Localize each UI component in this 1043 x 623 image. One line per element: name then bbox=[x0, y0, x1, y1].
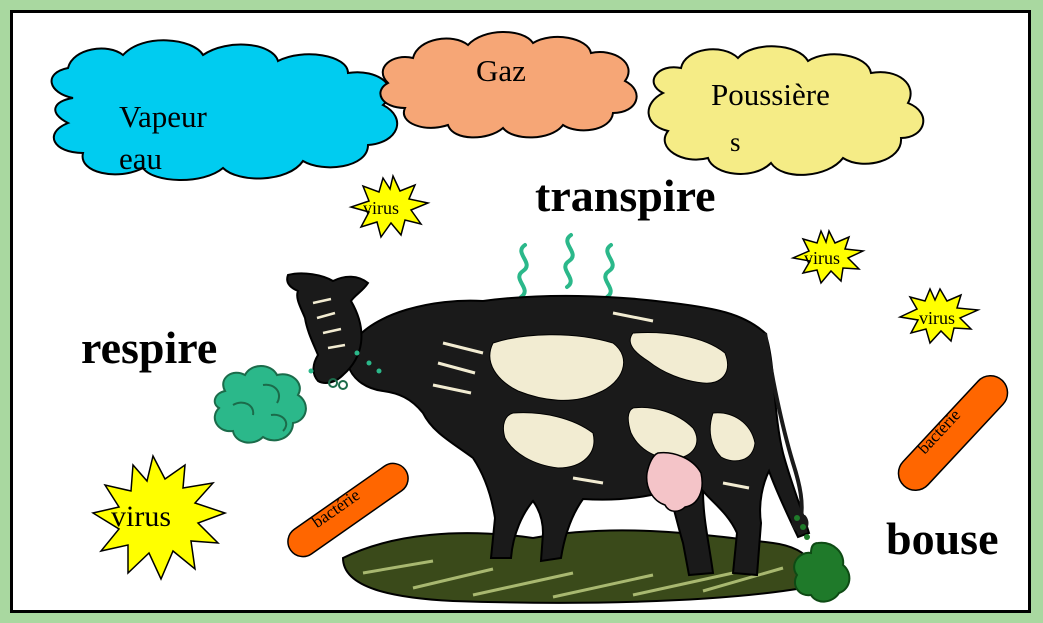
virus-label-1: virus bbox=[363, 199, 399, 217]
bacterie-capsule-2 bbox=[891, 369, 1014, 498]
cow-illustration bbox=[287, 273, 809, 575]
poussieres-cloud-line2: s bbox=[730, 129, 741, 156]
dung-drop-1 bbox=[794, 515, 800, 521]
gaz-cloud-label: Gaz bbox=[476, 55, 526, 86]
breath-cloud bbox=[215, 366, 306, 443]
sweat-line-3 bbox=[605, 245, 612, 297]
sweat-line-2 bbox=[565, 235, 572, 287]
vapeur-cloud bbox=[52, 40, 398, 180]
dung-drop-3 bbox=[804, 534, 810, 540]
virus-label-4: virus bbox=[111, 502, 171, 532]
dung-drop-2 bbox=[800, 524, 806, 530]
virus-label-3: virus bbox=[919, 309, 955, 327]
illustration-panel: Vapeur eau Gaz Poussière s transpire res… bbox=[10, 10, 1031, 613]
bouse-label: bouse bbox=[886, 516, 998, 562]
vapeur-cloud-line2: eau bbox=[119, 143, 162, 174]
vapeur-cloud-line1: Vapeur bbox=[119, 101, 207, 132]
virus-label-2: virus bbox=[804, 249, 840, 267]
respire-label: respire bbox=[81, 325, 217, 371]
sweat-line-1 bbox=[519, 245, 526, 297]
transpire-label: transpire bbox=[535, 173, 716, 219]
dung-pile bbox=[794, 543, 849, 602]
poussieres-cloud-line1: Poussière bbox=[711, 79, 830, 110]
